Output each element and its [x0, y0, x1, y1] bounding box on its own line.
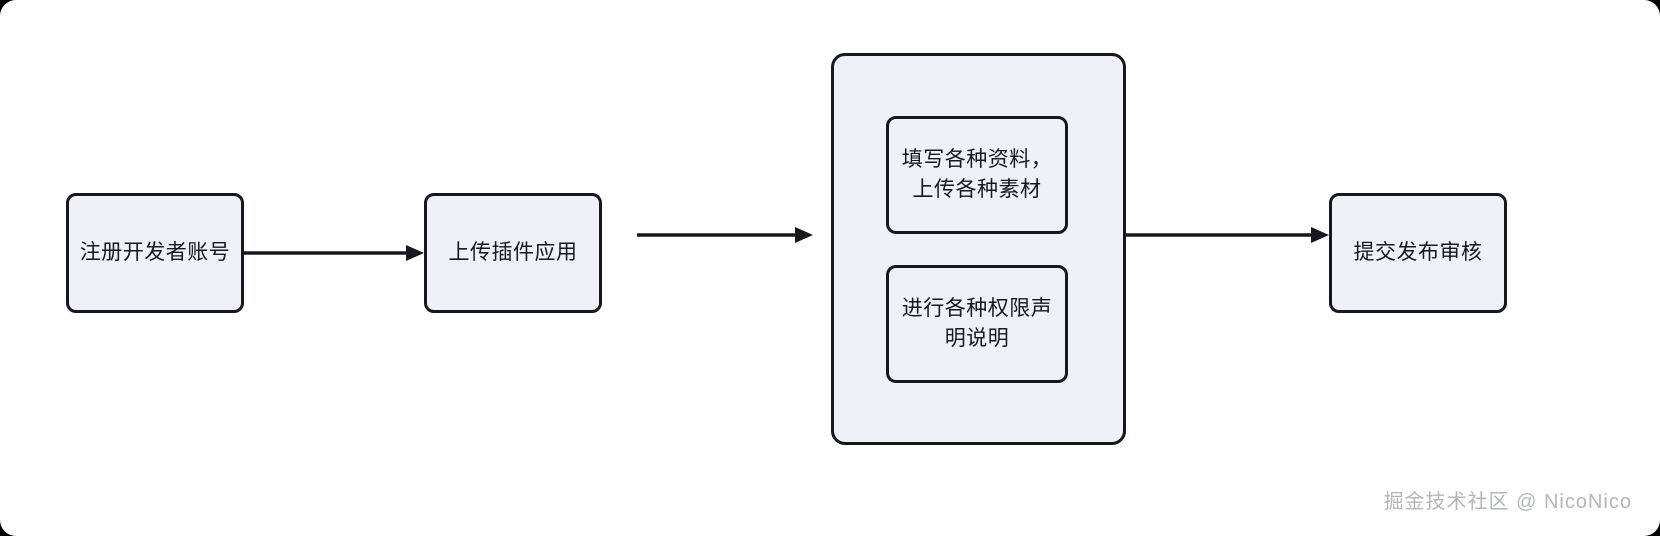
flow-arrow-upload-to-details: [637, 220, 815, 250]
flow-node-fill-info[interactable]: 填写各种资料， 上传各种素材: [886, 116, 1068, 234]
flow-group-details[interactable]: [831, 53, 1126, 445]
flow-node-permission-declaration[interactable]: 进行各种权限声 明说明: [886, 265, 1068, 383]
watermark-text: 掘金技术社区 @ NicoNico: [1383, 491, 1632, 513]
flow-node-submit-review[interactable]: 提交发布审核: [1329, 193, 1507, 313]
flow-arrow-register-to-upload: [244, 238, 426, 268]
flow-arrow-details-to-submit: [1126, 220, 1331, 250]
flow-node-register[interactable]: 注册开发者账号: [66, 193, 244, 313]
flow-node-upload-plugin[interactable]: 上传插件应用: [424, 193, 602, 313]
